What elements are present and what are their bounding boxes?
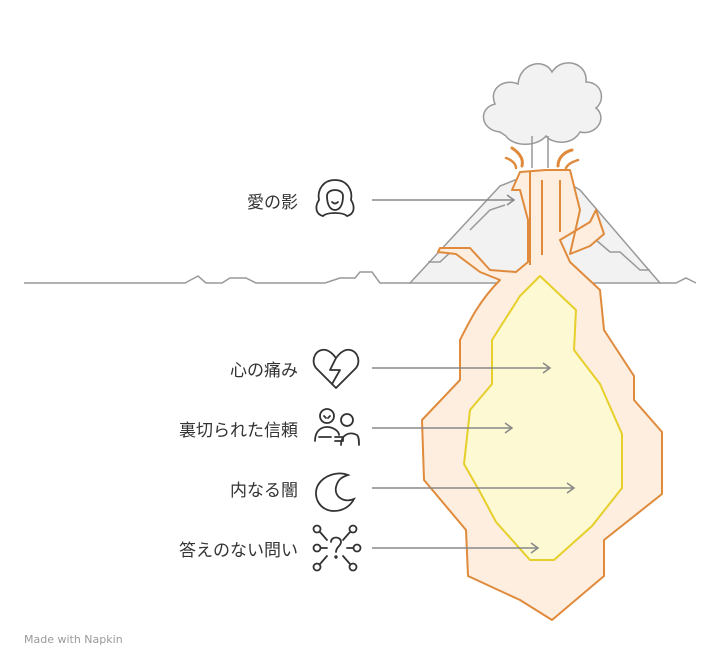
smoke-cloud (482, 62, 603, 168)
label-shadow-of-love: 愛の影 (247, 193, 298, 213)
pointer-arrows (372, 194, 576, 554)
ground-line (24, 271, 697, 284)
lava-inner-layer (463, 275, 623, 561)
woman-face-icon (315, 179, 355, 217)
label-betrayed-trust: 裏切られた信頼 (179, 421, 298, 441)
napkin-credit: Made with Napkin (24, 633, 123, 646)
broken-heart-icon (312, 348, 360, 389)
people-handshake-icon (314, 408, 360, 446)
question-network-icon (312, 524, 362, 572)
crescent-moon-icon (315, 472, 356, 512)
label-inner-darkness: 内なる闇 (230, 481, 298, 501)
label-unanswered-questions: 答えのない問い (179, 541, 298, 561)
label-heartache: 心の痛み (230, 361, 298, 381)
